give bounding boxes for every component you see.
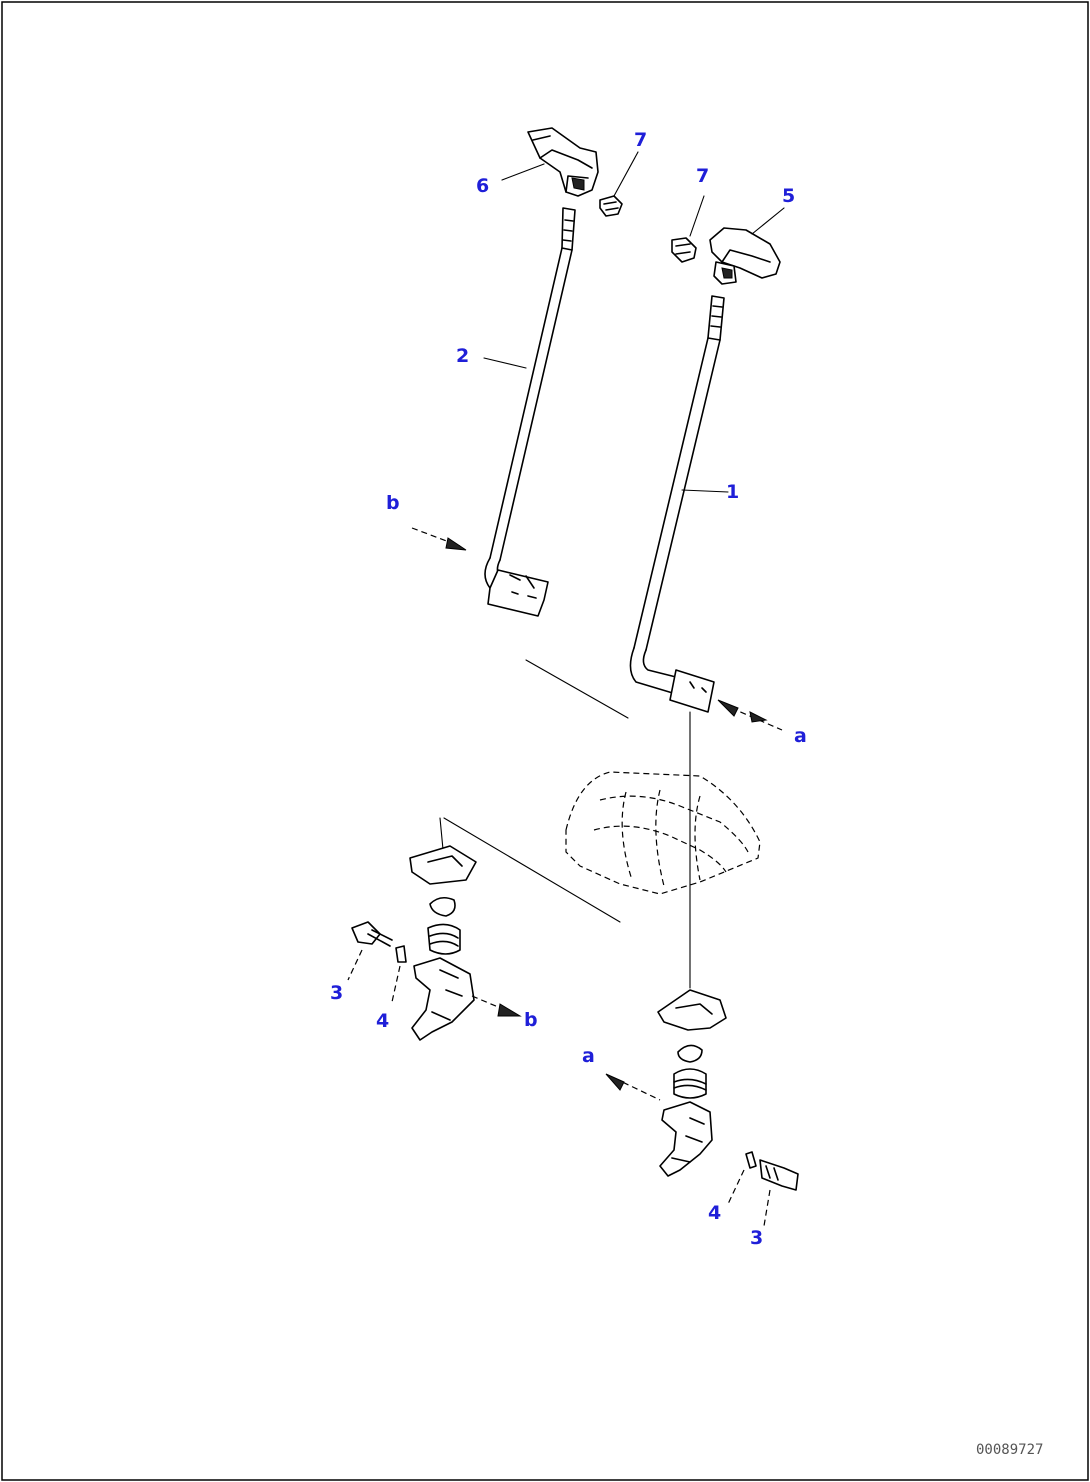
figure-number: 00089727 [976,1442,1043,1458]
callout-3-right: 3 [750,1227,763,1249]
arrow-b-upper [411,527,467,551]
callout-4-right: 4 [708,1202,721,1224]
knob-5 [709,227,781,285]
callout-a-upper: a [794,725,807,747]
guide-line [525,659,629,719]
callout-a-lower: a [582,1045,595,1067]
bolt-7-left [599,195,623,217]
callout-3-left: 3 [330,982,343,1004]
callout-2: 2 [456,345,469,367]
arrow-a-upper [717,699,783,731]
callout-b-upper: b [386,492,400,514]
callout-labels: 6 7 7 5 2 1 b a 3 4 b a 4 3 [330,129,807,1249]
left-base-assembly [347,817,621,1041]
right-base-assembly [605,989,799,1227]
callout-7-right: 7 [696,165,709,187]
callout-5: 5 [782,185,795,207]
knob-6 [527,127,599,197]
callout-6: 6 [476,175,489,197]
leader-lines [483,151,785,493]
callout-b-lower: b [524,1009,538,1031]
lever-1 [629,295,725,989]
callout-4-left: 4 [376,1010,389,1032]
lever-2 [484,207,576,617]
bolt-7-right [671,237,697,263]
callout-1: 1 [726,481,739,503]
column-cover [565,771,761,895]
callout-7-left: 7 [634,129,647,151]
